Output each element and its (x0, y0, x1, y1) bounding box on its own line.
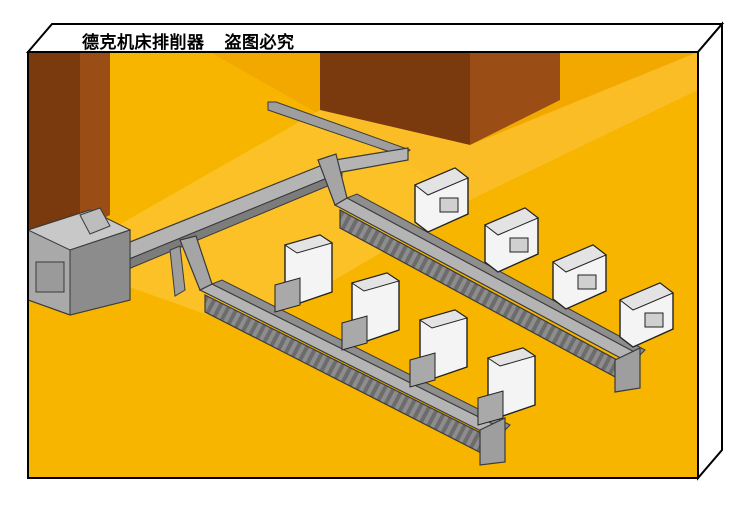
cnc-lathe-icon (484, 207, 539, 273)
machining-center-icon (274, 234, 334, 313)
cnc-lathe-icon (552, 244, 607, 310)
machining-center-icon (477, 347, 537, 426)
frame-border (27, 51, 699, 479)
cnc-lathe-icon (414, 167, 469, 233)
wall-column-left (28, 52, 80, 230)
machining-center-icon (409, 309, 469, 388)
page-title: 德克机床排削器 (82, 33, 205, 53)
scene (28, 52, 698, 478)
watermark-notice: 盗图必究 (224, 33, 295, 53)
machining-center-icon (341, 272, 401, 351)
conveyor-line-back (317, 153, 646, 393)
cnc-lathe-icon (619, 282, 674, 348)
wall-column-center (320, 52, 470, 145)
header-title-row: 德克机床排削器盗图必究 (82, 28, 295, 53)
chip-collector-icon (26, 207, 132, 316)
conveyor-line-front (179, 235, 511, 466)
